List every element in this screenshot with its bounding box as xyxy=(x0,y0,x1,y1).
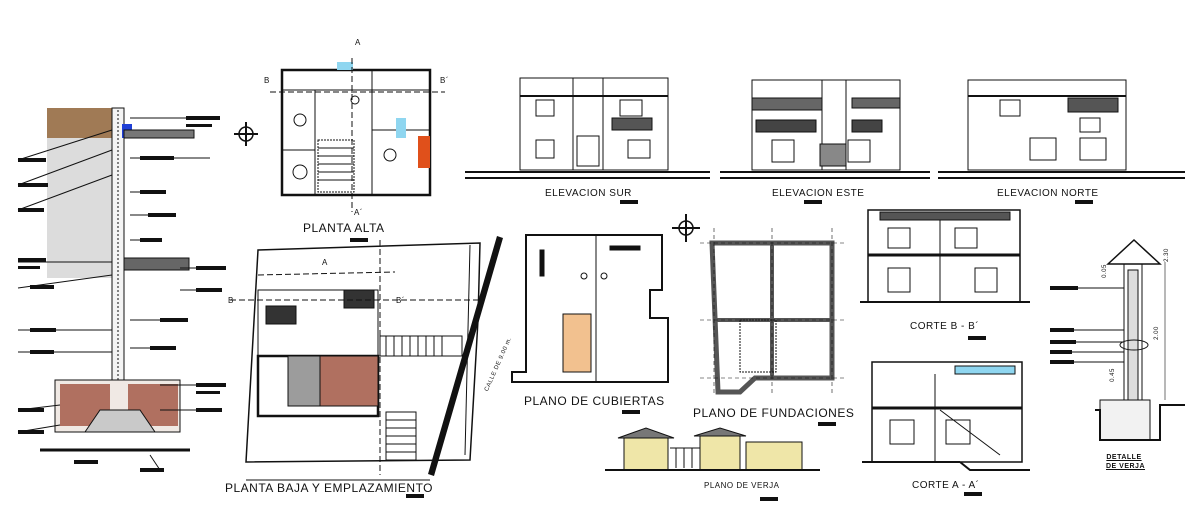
section-aa-title: CORTE A - A´ xyxy=(912,480,980,491)
dimension-2-00: 2.00 xyxy=(1153,326,1160,340)
section-bb xyxy=(860,209,1030,303)
foundation-plan xyxy=(672,214,845,395)
fence-elevation xyxy=(605,427,820,471)
roof-plan xyxy=(511,234,669,383)
section-mark-a-ground: A xyxy=(322,258,328,267)
fence-detail-title-line2: DE VERJA xyxy=(1106,463,1146,470)
section-mark-b-upper: B xyxy=(264,76,270,85)
dimension-0-45: 0.45 xyxy=(1109,368,1116,382)
elevation-sur xyxy=(465,77,710,179)
section-mark-a-top: A xyxy=(355,38,361,47)
roof-plan-title: PLANO DE CUBIERTAS xyxy=(524,394,665,408)
elevation-norte-title: ELEVACION NORTE xyxy=(997,188,1099,199)
fence-detail-text-bars xyxy=(1050,286,1078,364)
section-aa xyxy=(862,361,1030,471)
elevation-norte xyxy=(938,79,1185,179)
upper-floor-plan xyxy=(234,58,445,212)
section-mark-b-prime-ground: B´ xyxy=(396,296,405,305)
dimension-0-05: 0.05 xyxy=(1101,264,1108,278)
dimension-2-30: 2.30 xyxy=(1163,248,1170,262)
wall-section-detail xyxy=(17,107,225,471)
elevation-sur-title: ELEVACION SUR xyxy=(545,188,632,199)
elevation-este-title: ELEVACION ESTE xyxy=(772,188,865,199)
section-bb-title: CORTE B - B´ xyxy=(910,321,980,332)
foundation-plan-title: PLANO DE FUNDACIONES xyxy=(693,406,855,420)
fence-detail-title: DETALLE DE VERJA xyxy=(1106,453,1146,471)
section-mark-b-prime-upper: B´ xyxy=(440,76,449,85)
upper-floor-plan-title: PLANTA ALTA xyxy=(303,221,385,235)
wall-section-text-bars xyxy=(18,116,226,472)
ground-floor-plan-title: PLANTA BAJA Y EMPLAZAMIENTO xyxy=(225,481,434,495)
fence-plan-title: PLANO DE VERJA xyxy=(704,481,780,490)
ground-floor-site-plan xyxy=(230,236,503,481)
fence-detail-title-line1: DETALLE xyxy=(1106,454,1142,461)
scale-tags xyxy=(350,200,1093,501)
elevation-este xyxy=(720,79,930,179)
section-mark-a-prime-upper: A´ xyxy=(354,208,363,217)
section-mark-b-ground: B xyxy=(228,296,234,305)
